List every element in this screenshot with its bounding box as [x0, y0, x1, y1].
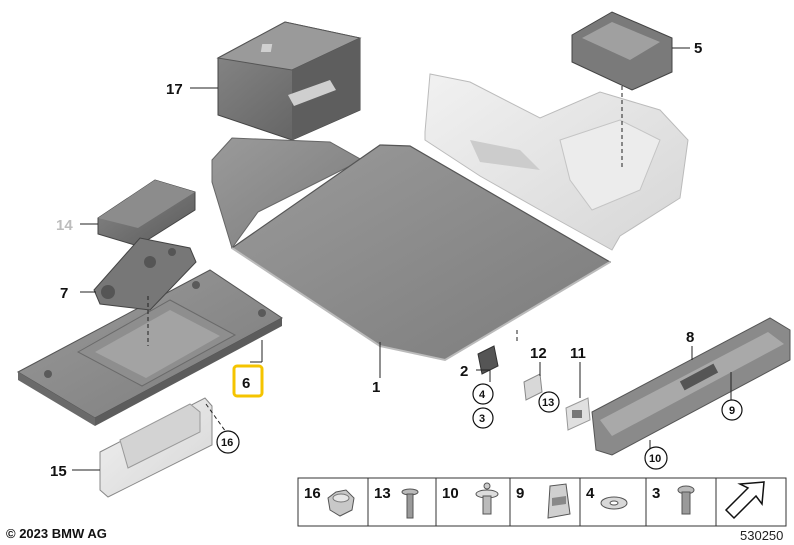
part-15-bracket: [99, 397, 213, 498]
callout-3-circle: [472, 407, 494, 429]
callout-12: 12: [530, 345, 547, 362]
part-2-clip: [477, 345, 499, 375]
part-5-tray: [571, 11, 673, 91]
callout-4: 4: [479, 389, 486, 401]
callout-11: 11: [570, 345, 586, 362]
legend-item-3: 3: [652, 485, 660, 502]
callout-15: 15: [50, 463, 67, 480]
part-14-case: [97, 179, 196, 247]
part-8-sill-trim: [591, 317, 791, 456]
part-12-clip: [523, 373, 543, 401]
callout-10-circle: [644, 446, 668, 470]
callout-17: 17: [166, 81, 183, 98]
callout-9: 9: [729, 405, 735, 417]
callout-16-circle: [216, 430, 240, 454]
copyright-text: © 2023 BMW AG: [6, 526, 107, 541]
push-rivet-icon: [475, 482, 499, 515]
callout-8: 8: [686, 329, 694, 346]
callout-7: 7: [60, 285, 68, 302]
diagram-number: 530250: [740, 528, 783, 543]
part-17-storage-box: [216, 21, 362, 141]
screw-icon: [401, 488, 419, 519]
callout-2: 2: [460, 363, 468, 380]
callout-10: 10: [649, 453, 661, 465]
washer-icon: [600, 496, 628, 510]
legend-item-4: 4: [586, 485, 595, 502]
nut-icon: [327, 489, 355, 517]
fastener-legend: 16 13 10 9 4 3: [297, 477, 787, 527]
callout-1: 1: [372, 379, 380, 396]
callout-3: 3: [479, 413, 485, 425]
callout-5: 5: [694, 40, 702, 57]
callout-16: 16: [221, 437, 233, 449]
callout-6: 6: [242, 375, 250, 392]
part-11-clip: [565, 397, 591, 431]
callout-6-highlight: [232, 364, 264, 398]
part-7-foam-insert: [93, 237, 197, 311]
legend-item-13: 13: [374, 485, 391, 502]
callout-13: 13: [542, 397, 554, 409]
callout-9-circle: [721, 399, 743, 421]
bolt-icon: [677, 485, 695, 515]
callout-14: 14: [56, 217, 73, 234]
direction-arrow-icon: [724, 481, 765, 520]
legend-item-10: 10: [442, 485, 459, 502]
part-6-floor-tray: [16, 269, 283, 426]
callout-13-circle: [538, 391, 560, 413]
part-1-floor-mat: [211, 137, 612, 362]
clip-icon: [547, 483, 571, 519]
legend-item-16: 16: [304, 485, 321, 502]
legend-item-9: 9: [516, 485, 524, 502]
callout-4-circle: [472, 383, 494, 405]
